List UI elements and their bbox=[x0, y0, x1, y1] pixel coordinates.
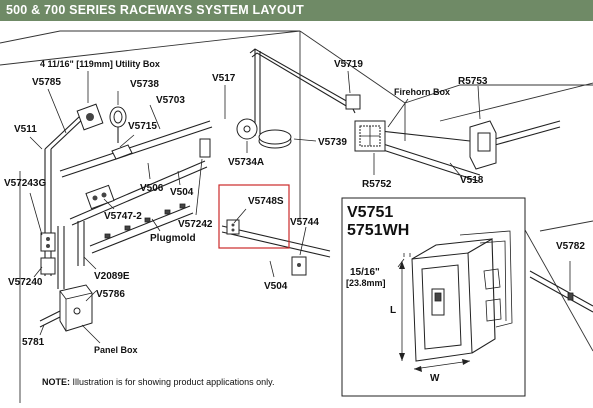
label-v5739: V5739 bbox=[318, 137, 347, 148]
r5753-box-icon bbox=[469, 120, 497, 170]
note-bold: NOTE: bbox=[42, 377, 70, 387]
label-v2089e: V2089E bbox=[94, 271, 130, 282]
label-v511: V511 bbox=[14, 124, 37, 135]
label-utility-box: 4 11/16" [119mm] Utility Box bbox=[40, 59, 160, 69]
v5739-round-box-icon bbox=[258, 129, 292, 149]
v5747-2-box-icon bbox=[85, 184, 115, 210]
box-extension-drawing bbox=[411, 230, 513, 362]
label-v518: V518 bbox=[460, 175, 484, 186]
label-v5785: V5785 bbox=[32, 77, 61, 88]
v5719-box-icon bbox=[345, 94, 361, 110]
firehorn-box-icon bbox=[354, 120, 386, 152]
panel-box-icon bbox=[59, 284, 93, 332]
v5738-ring-icon bbox=[109, 106, 127, 143]
inset-title-line2: 5751WH bbox=[347, 222, 409, 239]
v5748s-highlight bbox=[218, 184, 290, 249]
label-v5786: V5786 bbox=[96, 289, 125, 300]
v57242-box-icon bbox=[199, 138, 211, 158]
label-v5715: V5715 bbox=[128, 121, 157, 132]
label-v5738: V5738 bbox=[130, 79, 159, 90]
label-v504-b: V504 bbox=[264, 281, 288, 292]
room-outline bbox=[0, 30, 593, 403]
note-text: Illustration is for showing product appl… bbox=[70, 377, 274, 387]
inset-panel: V5751 5751WH bbox=[341, 197, 526, 397]
page-title: 500 & 700 SERIES RACEWAYS SYSTEM LAYOUT bbox=[6, 3, 304, 17]
label-v5747-2: V5747-2 bbox=[104, 211, 142, 222]
label-v517: V517 bbox=[212, 73, 236, 84]
label-v5744: V5744 bbox=[290, 217, 319, 228]
inset-depth-line1: 15/16" bbox=[350, 267, 380, 278]
label-v506: V506 bbox=[140, 183, 164, 194]
callout-arrows bbox=[29, 70, 571, 344]
raceway-runs bbox=[44, 48, 593, 313]
label-v5782: V5782 bbox=[556, 241, 585, 252]
v5782-fitting-icon bbox=[567, 292, 574, 301]
label-r5753: R5753 bbox=[458, 76, 488, 87]
label-v57243g: V57243G bbox=[4, 178, 46, 189]
label-v5703: V5703 bbox=[156, 95, 185, 106]
label-5781: 5781 bbox=[22, 337, 45, 348]
inset-length-label: L bbox=[390, 305, 396, 316]
dimension-lines bbox=[397, 253, 471, 372]
label-v57240: V57240 bbox=[8, 277, 43, 288]
labels: 4 11/16" [119mm] Utility Box V5785 V5738… bbox=[4, 59, 585, 355]
inset-title-line1: V5751 bbox=[347, 204, 393, 221]
label-firehorn-box: Firehorn Box bbox=[394, 87, 450, 97]
note: NOTE: Illustration is for showing produc… bbox=[42, 377, 274, 387]
inset-depth-line2: [23.8mm] bbox=[346, 278, 386, 288]
label-v5719: V5719 bbox=[334, 59, 363, 70]
label-v5734a: V5734A bbox=[228, 157, 264, 168]
v57243g-box-icon bbox=[40, 232, 56, 252]
label-panel-box: Panel Box bbox=[94, 345, 138, 355]
inset-width-label: W bbox=[430, 373, 440, 384]
label-v5748s: V5748S bbox=[248, 196, 284, 207]
label-plugmold: Plugmold bbox=[150, 233, 196, 244]
label-v504-a: V504 bbox=[170, 187, 194, 198]
utility-box-icon bbox=[76, 103, 104, 131]
v5744-box-icon bbox=[291, 256, 307, 276]
v57240-box-icon bbox=[40, 257, 56, 275]
v5715-junction-icon bbox=[111, 144, 133, 160]
label-v57242: V57242 bbox=[178, 219, 213, 230]
plugmold-outlets bbox=[104, 203, 186, 239]
fitting-5781-icon bbox=[39, 310, 61, 328]
title-bar: 500 & 700 SERIES RACEWAYS SYSTEM LAYOUT bbox=[0, 0, 593, 21]
v5734a-disc-icon bbox=[236, 118, 258, 140]
v5748s-device-icon bbox=[226, 219, 240, 235]
devices bbox=[39, 94, 574, 332]
label-r5752: R5752 bbox=[362, 179, 392, 190]
raceway-diagram: 4 11/16" [119mm] Utility Box V5785 V5738… bbox=[0, 30, 593, 403]
